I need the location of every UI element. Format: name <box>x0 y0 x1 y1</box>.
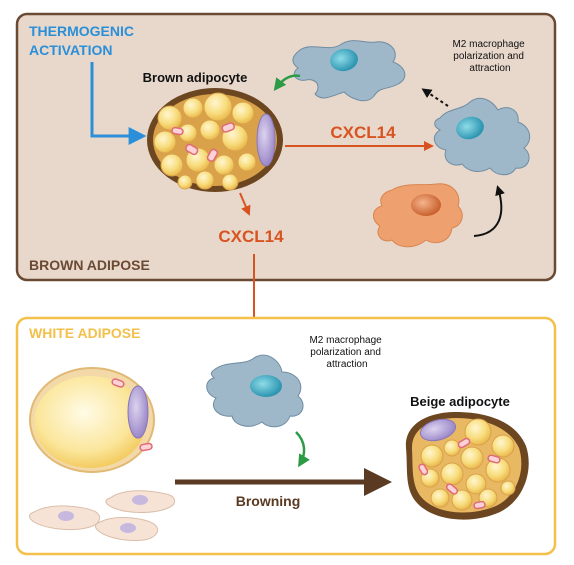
thermogenic-activation-label: THERMOGENIC ACTIVATION <box>29 23 138 58</box>
beige-adipocyte <box>405 412 529 520</box>
cxcl14-label-down: CXCL14 <box>218 227 284 246</box>
macrophage-note-white-line-1: M2 macrophage <box>309 335 382 346</box>
macrophage-note-top-line-1: M2 macrophage <box>452 39 525 50</box>
white-adipocyte <box>29 367 155 473</box>
macrophage-note-top-line-2: polarization and <box>453 51 524 62</box>
macrophage-right <box>433 97 531 176</box>
cxcl14-short-arrow <box>239 192 251 216</box>
macrophage-note-white-line-2: polarization and <box>310 347 381 358</box>
beige-adipocyte-label: Beige adipocyte <box>410 394 510 409</box>
macrophage-white <box>206 354 304 428</box>
preadipocyte-cells <box>29 490 175 541</box>
browning-arrow <box>175 468 392 496</box>
brown-adipocyte-label: Brown adipocyte <box>143 70 248 85</box>
cxcl14-label-right: CXCL14 <box>330 123 396 142</box>
dotted-arrow <box>421 88 449 107</box>
macrophage-note-top-line-3: attraction <box>469 63 510 74</box>
thermogenic-arrow <box>90 62 147 145</box>
macrophage-note-white-line-3: attraction <box>326 359 367 370</box>
thermogenic-line-2: ACTIVATION <box>29 42 112 58</box>
green-arrow-top <box>273 74 301 91</box>
browning-label: Browning <box>236 493 301 509</box>
thermogenic-line-1: THERMOGENIC <box>29 23 134 39</box>
black-curve-arrow <box>473 185 505 237</box>
brown-adipocyte <box>147 88 283 192</box>
green-arrow-white <box>295 431 310 468</box>
macrophage-note-white: M2 macrophage polarization and attractio… <box>309 335 384 370</box>
macrophage-note-top: M2 macrophage polarization and attractio… <box>452 39 527 74</box>
monocyte <box>373 183 463 248</box>
white-adipose-label: WHITE ADIPOSE <box>29 325 141 341</box>
macrophage-top <box>292 40 406 102</box>
brown-adipose-label: BROWN ADIPOSE <box>29 257 150 273</box>
